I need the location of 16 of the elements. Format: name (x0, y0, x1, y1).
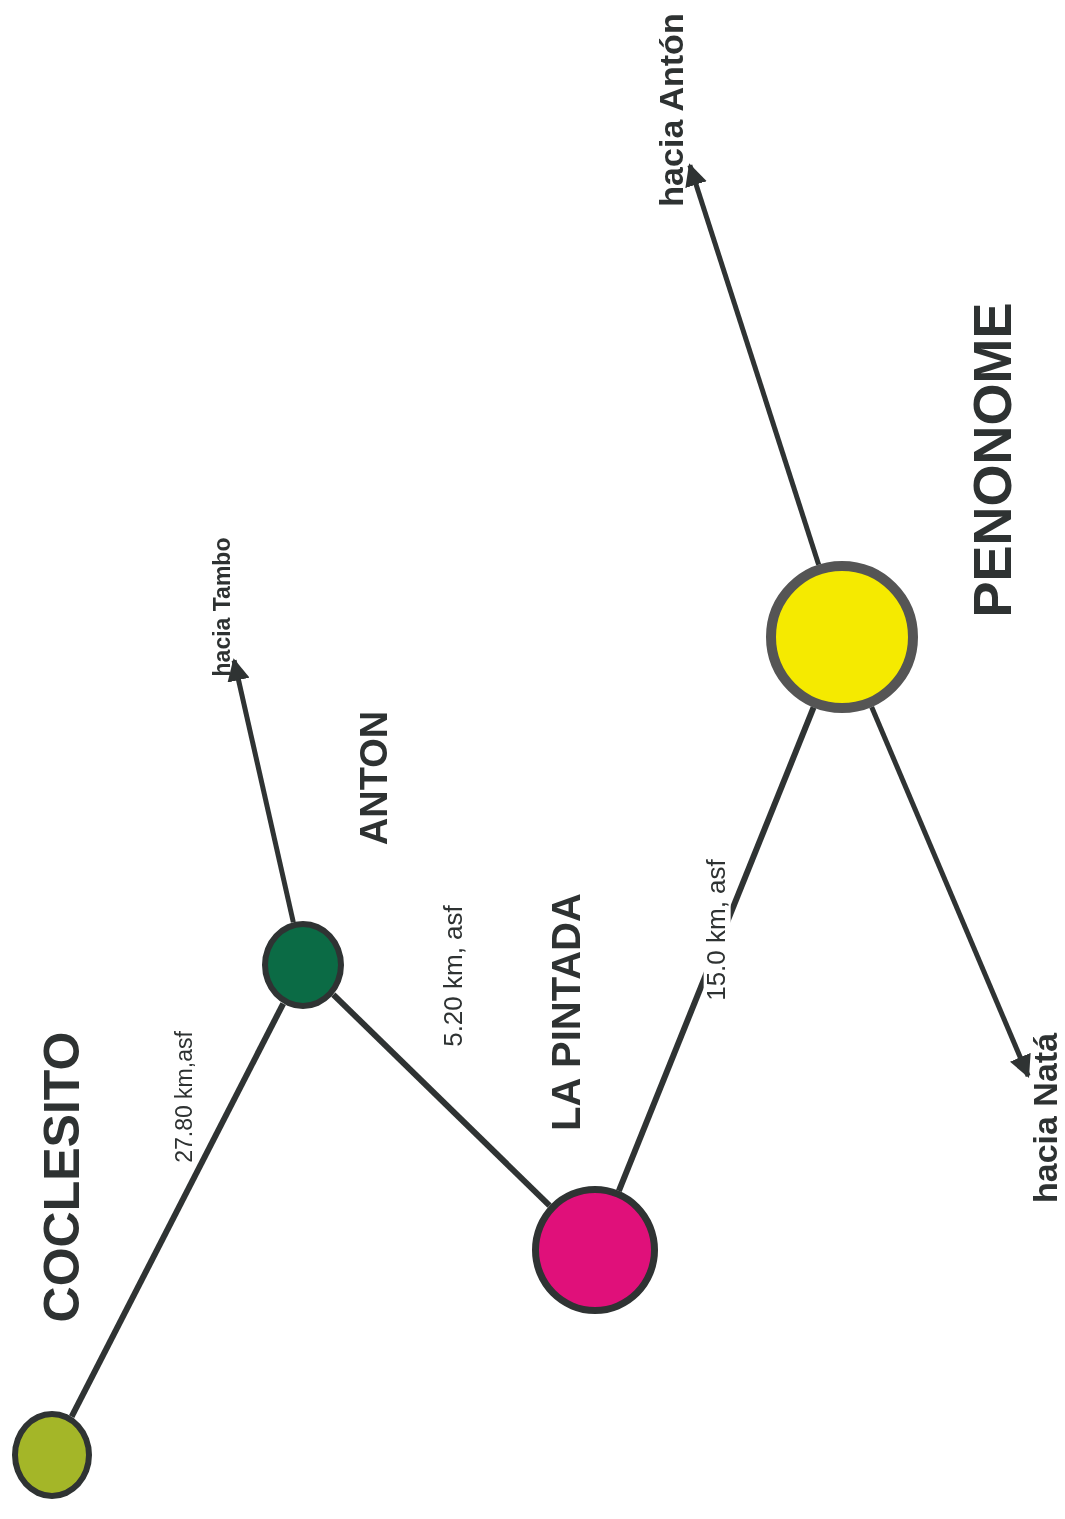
destination-label: hacia Antón (654, 13, 690, 207)
road-arrow (869, 706, 1031, 1078)
town-name: PENONOME (963, 302, 1021, 618)
destination-label: hacia Tambo (209, 537, 235, 677)
road-line (331, 992, 552, 1208)
town-name: COCLESITO (35, 1031, 89, 1323)
road-arrow (685, 163, 822, 566)
road-line (616, 706, 817, 1192)
distance-label: 5.20 km, asf (440, 905, 468, 1047)
road-line (68, 1002, 286, 1419)
town-name: ANTON (355, 710, 395, 846)
distance-label: 27.80 km,asf (171, 1031, 197, 1163)
distance-label: 15.0 km, asf (703, 859, 731, 1001)
destination-label: hacia Natá (1028, 1032, 1064, 1204)
town-name: LA PINTADA (545, 893, 587, 1131)
road-arrow (227, 658, 296, 923)
